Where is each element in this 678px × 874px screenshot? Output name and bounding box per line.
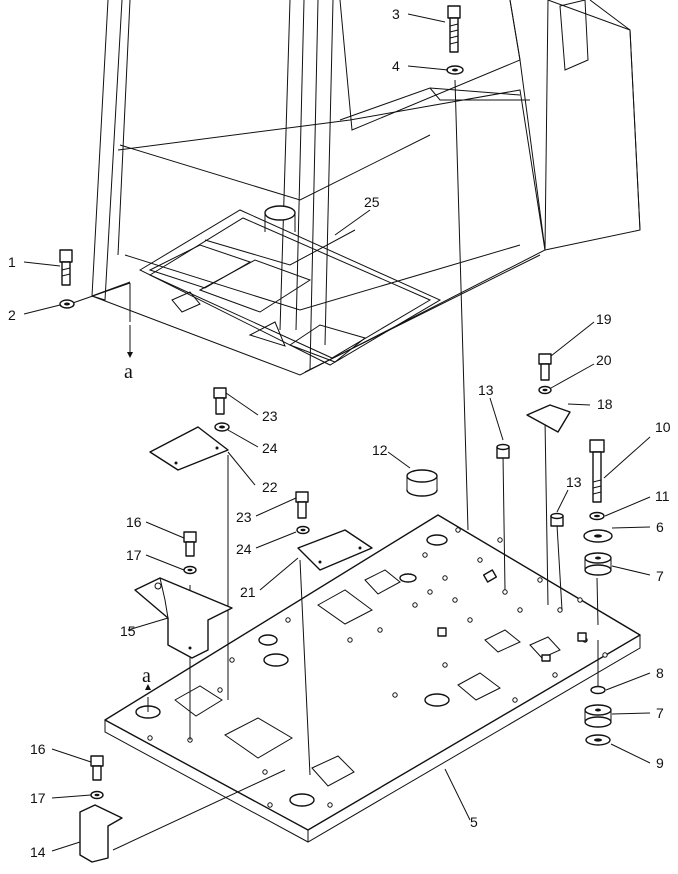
bracket-15 [134,577,233,659]
callout-16-lower: 16 [30,741,46,757]
bolt-16-upper [183,531,197,557]
callout-3: 3 [392,6,400,22]
callout-24-upper: 24 [262,440,278,456]
reference-a-bottom: a [142,665,151,687]
callout-24-lower: 24 [236,541,252,557]
floor-cutout [224,717,293,759]
bolt-3 [447,5,461,53]
callout-labels: 1 2 3 4 5 6 7 7 8 9 10 11 12 13 13 14 15… [8,6,671,860]
floor-cutout [174,685,223,717]
boss [258,634,278,646]
callout-2: 2 [8,307,16,323]
cover-plate-22 [149,426,229,471]
floor-cutout [529,636,561,659]
callout-17-upper: 17 [126,547,142,563]
mount-7-lower [584,704,612,728]
bolt-1 [59,249,73,286]
bolt-10 [589,439,605,503]
callout-18: 18 [597,396,613,412]
grommet-12 [406,469,438,497]
ring-8 [590,685,606,695]
callout-1: 1 [8,254,16,270]
callout-11: 11 [655,488,670,504]
boss [426,534,448,546]
floor-cutout [457,672,501,701]
callout-22: 22 [262,479,278,495]
floor-plate [104,514,641,843]
floor-cutout [484,629,521,653]
bracket-14 [79,804,123,863]
callout-25: 25 [364,194,380,210]
pin-13-lower [550,512,564,527]
callout-23-lower: 23 [236,509,252,525]
callout-7-lower: 7 [656,705,664,721]
small-block [577,632,587,642]
callout-16-upper: 16 [126,514,142,530]
pin-13-upper [496,443,510,459]
callout-leaders [23,13,651,852]
floor-cutout [317,589,373,625]
mount-7-upper [584,552,612,576]
small-block [437,627,447,637]
floor-cutout [364,569,401,595]
callout-10: 10 [655,419,671,435]
callout-17-lower: 17 [30,790,46,806]
bolt-23-upper [213,387,227,415]
callout-15: 15 [120,623,136,639]
callout-21: 21 [240,584,256,600]
boss [289,793,315,807]
boss [399,573,417,583]
callout-20: 20 [596,352,612,368]
bolt-23-lower [295,491,309,519]
bolt-16-lower [90,755,104,781]
bolt-19 [538,353,552,381]
floor-holes [147,527,608,808]
callout-6: 6 [656,519,664,535]
callout-12: 12 [372,442,388,458]
small-block [482,569,498,583]
callout-23-upper: 23 [262,408,278,424]
assembly-lines [66,79,599,851]
callout-13-upper: 13 [478,382,494,398]
callout-7-upper: 7 [656,568,664,584]
small-block [541,654,551,662]
cover-plate-21 [297,529,373,571]
callout-19: 19 [596,311,612,327]
floor-cutout [311,755,355,787]
cab-assembly [91,0,641,376]
bracket-18 [526,404,571,433]
callout-8: 8 [656,665,664,681]
boss [263,653,289,667]
arrow-a-top [127,352,133,358]
callout-5: 5 [470,814,478,830]
callout-14: 14 [30,844,46,860]
reference-a-top: a [124,361,133,383]
callout-4: 4 [392,58,400,74]
callout-9: 9 [656,755,664,771]
callout-13-lower: 13 [566,474,582,490]
boss [424,693,450,707]
arrow-a-bottom [145,684,151,690]
